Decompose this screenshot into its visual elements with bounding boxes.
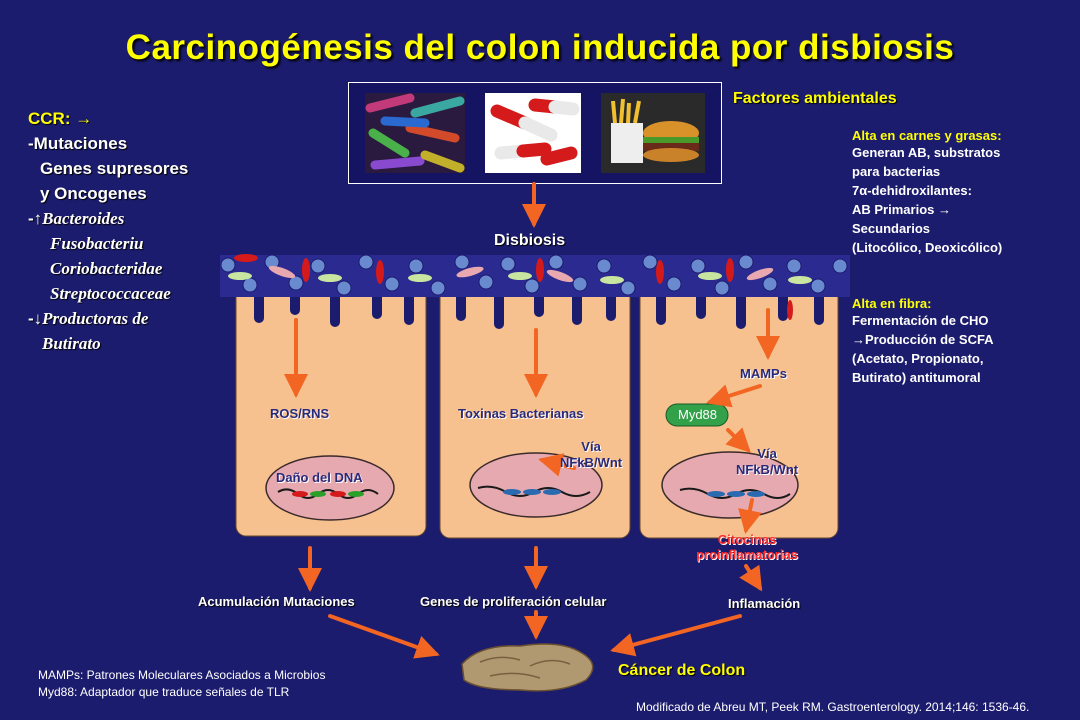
citocinas-word: Citocinas xyxy=(717,532,777,547)
footnote-myd88: Myd88: Adaptador que traduce señales de … xyxy=(38,685,290,699)
ros-label: ROS/RNS xyxy=(270,406,330,421)
slide-title: Carcinogénesis del colon inducida por di… xyxy=(125,28,955,67)
inflamacion-label: Inflamación xyxy=(728,596,801,611)
high-fiber-line: Fermentación de CHO xyxy=(852,313,989,328)
ccr-taxon: Streptococcaceae xyxy=(50,284,171,303)
citocinas-label: Citocinas proinflamatorias xyxy=(682,532,812,562)
high-fiber-diet-text: Alta en fibra: Fermentación de CHO →Prod… xyxy=(852,296,994,387)
bacteria-image xyxy=(365,93,465,173)
dna-strand-damaged xyxy=(277,488,379,499)
high-fat-line: (Litocólico, Deoxicólico) xyxy=(852,240,1003,255)
high-fiber-line: Butirato) antitumoral xyxy=(852,370,981,385)
myd88-badge xyxy=(665,403,729,427)
environmental-images-box xyxy=(348,82,722,184)
via-pathway: NFkB/Wnt xyxy=(736,462,799,477)
arrow-via-to-dna xyxy=(538,453,576,477)
genes-proliferacion-label: Genes de proliferación celular xyxy=(420,594,607,609)
dna-strand-right xyxy=(679,487,791,499)
ccr-genes-line1: Genes supresores xyxy=(40,159,189,178)
arrow-inflamacion-to-cancer xyxy=(610,614,742,657)
toxinas-label: Toxinas Bacterianas xyxy=(458,406,584,421)
ccr-genes-line2: y Oncogenes xyxy=(40,184,147,203)
ccr-butyrate-line: Productoras de xyxy=(42,309,149,328)
ccr-butyrate-line: Butirato xyxy=(42,334,101,353)
high-fat-line: AB Primarios → xyxy=(852,202,951,217)
dna-damage-label: Daño del DNA xyxy=(276,470,363,485)
via-label-middle: Vía NFkB/Wnt xyxy=(560,439,622,471)
ccr-taxon: Bacteroides xyxy=(42,209,125,228)
arrow-mamps-to-myd88 xyxy=(706,384,762,408)
ccr-heading: CCR: → xyxy=(28,109,93,128)
pills-image xyxy=(485,93,581,173)
ccr-down-prefix: -↓ xyxy=(28,309,43,328)
ccr-up-prefix: -↑ xyxy=(28,209,43,228)
high-fiber-line: →Producción de SCFA xyxy=(852,332,994,347)
high-fat-line: 7α-dehidroxilantes: xyxy=(852,183,972,198)
high-fat-heading: Alta en carnes y grasas: xyxy=(852,128,1002,143)
microbiota-layer xyxy=(220,254,850,320)
ccr-mutaciones: -Mutaciones xyxy=(28,134,128,153)
high-fat-diet-text: Alta en carnes y grasas: Generan AB, sub… xyxy=(852,128,1002,257)
environmental-factors-title: Factores ambientales xyxy=(733,90,897,107)
dna-strand-middle xyxy=(477,485,591,497)
cancer-label: Cáncer de Colon xyxy=(618,662,746,679)
via-label-right: Vía NFkB/Wnt xyxy=(736,446,798,478)
high-fiber-heading: Alta en fibra: xyxy=(852,296,932,311)
high-fiber-line: (Acetato, Propionato, xyxy=(852,351,984,366)
myd88-label: Myd88 xyxy=(678,407,718,422)
arrow-to-citocinas xyxy=(738,498,762,534)
fast-food-image xyxy=(601,93,705,173)
citation: Modificado de Abreu MT, Peek RM. Gastroe… xyxy=(636,700,1030,714)
disbiosis-label: Disbiosis xyxy=(494,232,566,249)
mamps-label: MAMPs xyxy=(740,366,787,381)
ccr-taxon: Fusobacteriu xyxy=(50,234,144,253)
colon-cancer-tissue-image xyxy=(461,643,594,692)
high-fat-line: Generan AB, substratos xyxy=(852,145,1001,160)
via-pathway: NFkB/Wnt xyxy=(560,455,623,470)
ccr-taxon: Coriobacteridae xyxy=(50,259,163,278)
via-word: Vía xyxy=(581,439,601,454)
high-fat-line: Secundarios xyxy=(852,221,931,236)
via-word: Vía xyxy=(757,446,777,461)
citocinas-type: proinflamatorias xyxy=(696,547,798,562)
nucleus-left xyxy=(265,455,395,521)
arrow-acumulacion-to-cancer xyxy=(328,614,440,659)
nucleus-middle xyxy=(469,452,603,518)
arrow-myd88-to-via xyxy=(725,427,751,453)
arrow-to-inflamacion xyxy=(739,564,763,592)
ccr-list: CCR: → -Mutaciones Genes supresores y On… xyxy=(28,106,188,356)
acumulacion-label: Acumulación Mutaciones xyxy=(198,594,355,609)
footnote-mamps: MAMPs: Patrones Moleculares Asociados a … xyxy=(38,668,326,682)
high-fat-line: para bacterias xyxy=(852,164,941,179)
